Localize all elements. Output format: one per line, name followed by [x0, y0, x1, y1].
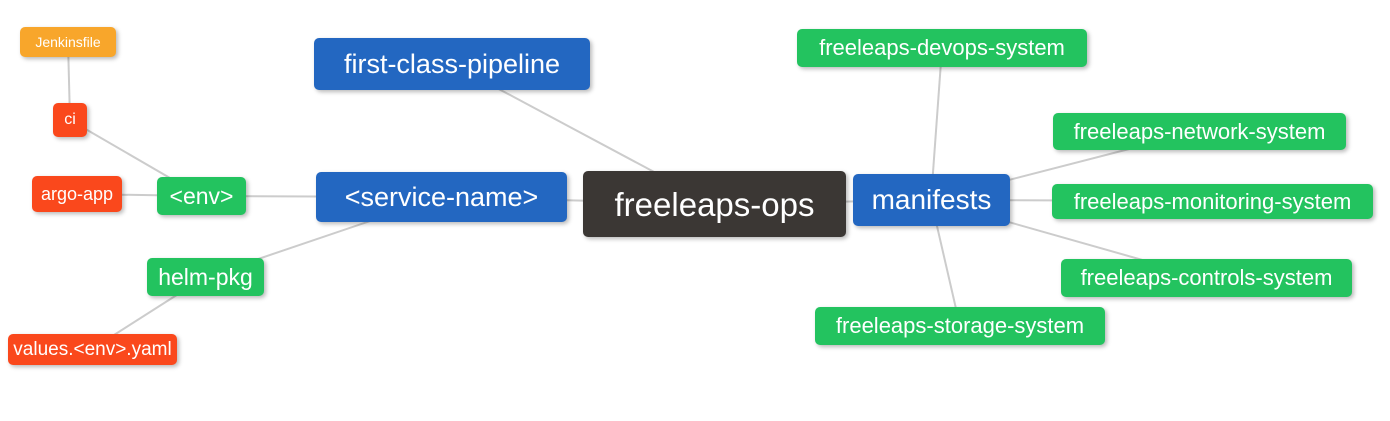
node-jenkinsfile[interactable]: Jenkinsfile — [20, 27, 116, 57]
node-freeleaps-devops-system[interactable]: freeleaps-devops-system — [797, 29, 1087, 67]
node-freeleaps-monitoring-system[interactable]: freeleaps-monitoring-system — [1052, 184, 1373, 219]
node-ci[interactable]: ci — [53, 103, 87, 137]
node-values-env-yaml[interactable]: values.<env>.yaml — [8, 334, 177, 365]
node-env[interactable]: <env> — [157, 177, 246, 215]
node-root-freeleaps-ops[interactable]: freeleaps-ops — [583, 171, 846, 237]
node-helm-pkg[interactable]: helm-pkg — [147, 258, 264, 296]
node-first-class-pipeline[interactable]: first-class-pipeline — [314, 38, 590, 90]
node-freeleaps-network-system[interactable]: freeleaps-network-system — [1053, 113, 1346, 150]
node-freeleaps-storage-system[interactable]: freeleaps-storage-system — [815, 307, 1105, 345]
node-argo-app[interactable]: argo-app — [32, 176, 122, 212]
node-service-name[interactable]: <service-name> — [316, 172, 567, 222]
node-freeleaps-controls-system[interactable]: freeleaps-controls-system — [1061, 259, 1352, 297]
node-manifests[interactable]: manifests — [853, 174, 1010, 226]
